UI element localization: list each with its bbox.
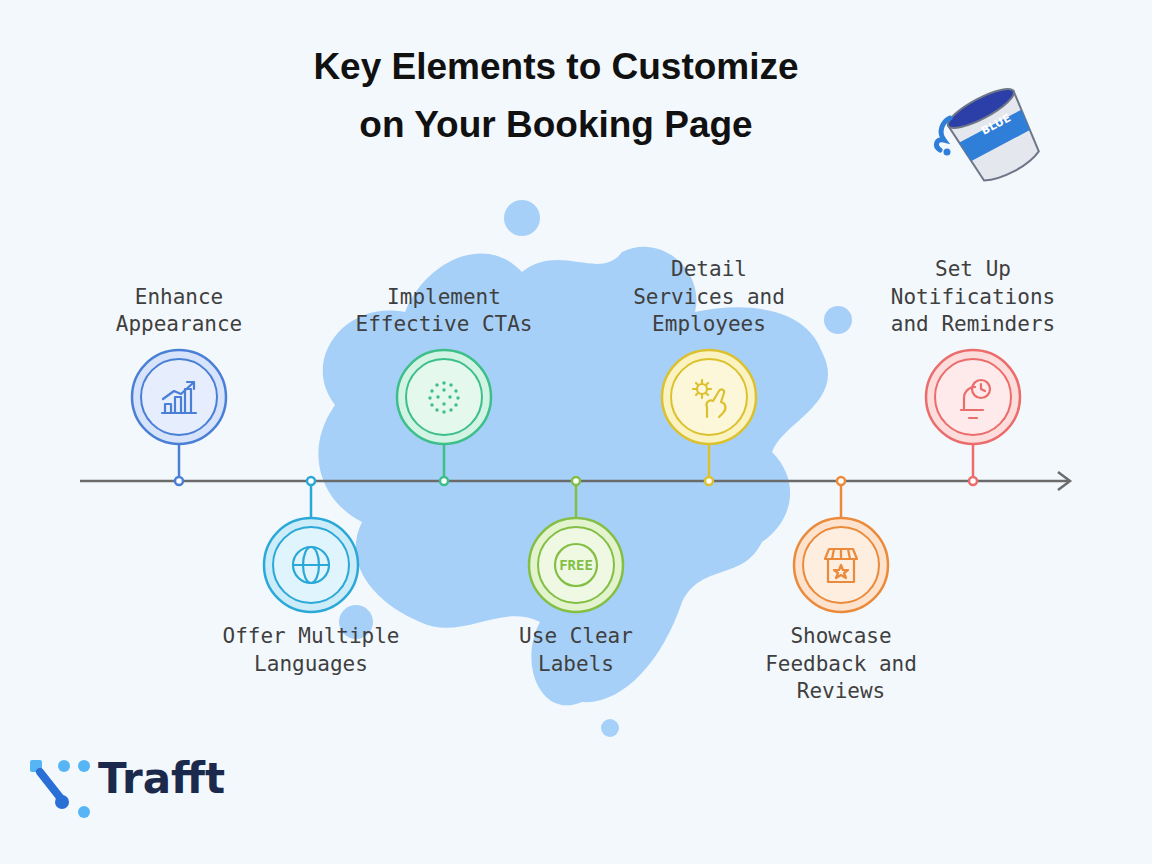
node-label: Offer Multiple Languages bbox=[214, 623, 409, 678]
timeline-node: Enhance Appearance bbox=[64, 284, 294, 447]
timeline-stems bbox=[175, 445, 977, 517]
timeline-node: Detail Services and Employees bbox=[594, 256, 824, 447]
node-label: Set Up Notifications and Reminders bbox=[886, 256, 1061, 339]
timeline-node: Showcase Feedback and Reviews bbox=[726, 515, 956, 706]
node-label: Showcase Feedback and Reviews bbox=[759, 623, 924, 706]
circle-icon bbox=[394, 347, 494, 447]
timeline-node: Offer Multiple Languages bbox=[196, 515, 426, 678]
circle-icon bbox=[659, 347, 759, 447]
node-label: Detail Services and Employees bbox=[627, 256, 792, 339]
icon-circle bbox=[261, 515, 361, 615]
timeline-node: FREE Use Clear Labels bbox=[461, 515, 691, 678]
node-label: Enhance Appearance bbox=[104, 284, 254, 339]
icon-circle bbox=[394, 347, 494, 447]
circle-icon bbox=[923, 347, 1023, 447]
diagram-title: Key Elements to Customize on Your Bookin… bbox=[206, 38, 906, 154]
circle-icon bbox=[791, 515, 891, 615]
node-label: Use Clear Labels bbox=[509, 623, 644, 678]
icon-circle bbox=[791, 515, 891, 615]
node-label: Implement Effective CTAs bbox=[349, 284, 539, 339]
icon-circle bbox=[923, 347, 1023, 447]
timeline-node: Implement Effective CTAs bbox=[329, 284, 559, 447]
badge-text: FREE bbox=[526, 515, 626, 615]
icon-circle bbox=[659, 347, 759, 447]
icon-circle bbox=[129, 347, 229, 447]
icon-circle: FREE bbox=[526, 515, 626, 615]
paint-bucket bbox=[937, 82, 1047, 188]
brand-logo: Trafft bbox=[98, 756, 225, 802]
logo-mark bbox=[30, 760, 90, 818]
circle-icon bbox=[261, 515, 361, 615]
timeline-node: Set Up Notifications and Reminders bbox=[858, 256, 1088, 447]
circle-icon bbox=[129, 347, 229, 447]
